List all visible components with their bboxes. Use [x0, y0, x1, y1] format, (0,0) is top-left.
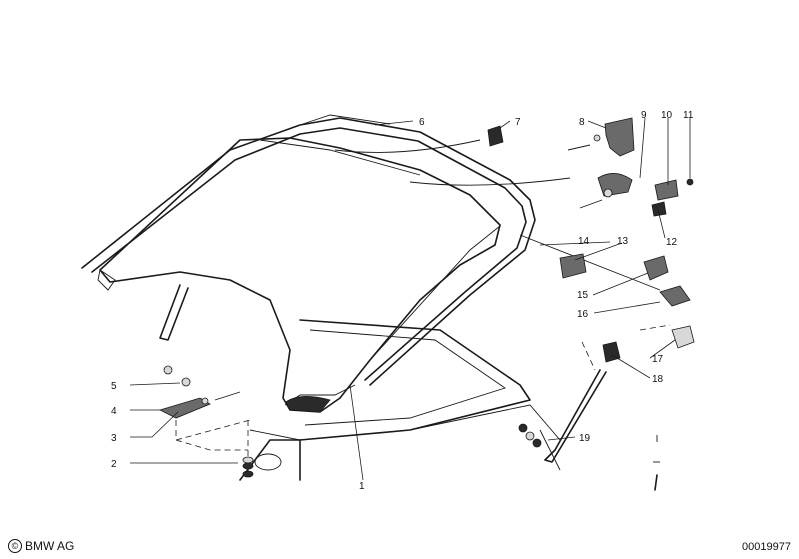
callout-12: 12: [666, 237, 678, 248]
leader-lines: [129, 117, 691, 481]
lock-mechanism: [559, 253, 695, 349]
callout-1: 1: [359, 481, 365, 492]
diagram-number: 00019977: [742, 541, 791, 553]
callout-8: 8: [579, 117, 585, 128]
callout-5: 5: [111, 381, 117, 392]
roof-frame: [81, 114, 536, 386]
callout-18: 18: [652, 374, 664, 385]
callout-13: 13: [617, 236, 629, 247]
copyright-notice: © BMW AG: [8, 539, 74, 553]
copyright-icon: ©: [8, 539, 22, 553]
left-hinge-arm: [97, 269, 189, 341]
callout-7: 7: [515, 117, 521, 128]
callout-3: 3: [111, 433, 117, 444]
left-fastener-group: [158, 365, 254, 478]
callout-16: 16: [577, 309, 589, 320]
brand-label: BMW AG: [25, 539, 75, 553]
upper-right-parts: [487, 117, 694, 217]
callout-10: 10: [661, 110, 673, 121]
support-strut: [518, 341, 621, 463]
callout-6: 6: [419, 117, 425, 128]
hardtop-shell: [99, 137, 501, 413]
callout-4: 4: [111, 406, 117, 417]
callout-15: 15: [577, 290, 589, 301]
callout-17: 17: [652, 354, 664, 365]
callout-19: 19: [579, 433, 591, 444]
callout-2: 2: [111, 459, 117, 470]
callout-labels: 1 2 3 4 5 6 7 8 9 10 11 12 13 14 15 16 1…: [111, 110, 694, 492]
callout-9: 9: [641, 110, 647, 121]
cables: [334, 139, 661, 291]
callout-14: 14: [578, 236, 590, 247]
callout-11: 11: [683, 110, 694, 121]
detail-marks: [653, 435, 660, 491]
